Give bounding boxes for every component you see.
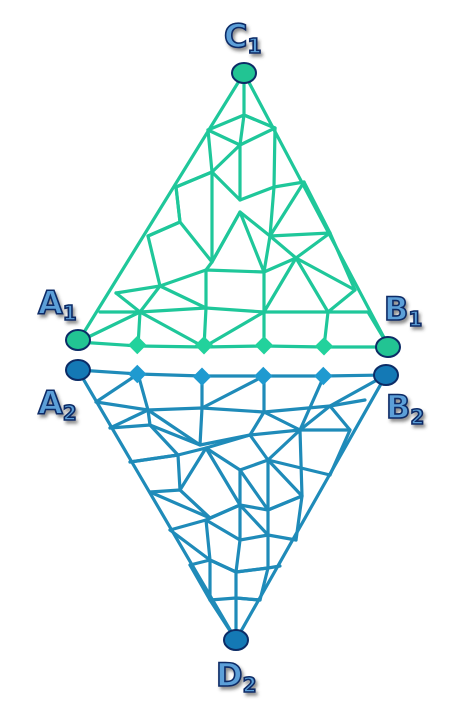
upper-boundary	[76, 71, 391, 349]
label-c1: C1	[224, 17, 261, 58]
lower-top	[76, 368, 388, 378]
lower-edge	[200, 374, 266, 410]
interface-node-upper-3	[254, 336, 274, 355]
lower-row-5	[168, 518, 298, 542]
upper-edge	[294, 180, 332, 260]
lower-edge	[238, 494, 304, 542]
upper-edge	[146, 220, 182, 288]
interface-nodes-lower	[128, 364, 333, 386]
lower-edge	[128, 423, 180, 464]
vertex-node-a2	[65, 359, 91, 381]
vertex-node-a1	[65, 329, 91, 351]
label-a1: A1	[38, 284, 77, 325]
lower-edge	[328, 404, 352, 477]
interface-node-lower-1	[128, 364, 147, 384]
lower-edge	[146, 408, 152, 427]
interface-node-lower-3	[254, 366, 273, 386]
lower-row-2	[108, 423, 352, 447]
interface-node-lower-2	[192, 367, 212, 386]
interface-nodes-upper	[128, 335, 334, 356]
interface-node-upper-1	[128, 335, 147, 355]
upper-row-5	[98, 306, 370, 314]
upper-edge	[262, 256, 298, 314]
upper-edge	[138, 310, 206, 349]
lower-edge	[204, 446, 242, 507]
upper-edge	[268, 180, 306, 238]
lower-edge	[94, 372, 140, 404]
upper-edge	[174, 185, 182, 224]
upper-edge	[204, 210, 242, 272]
upper-edge	[268, 234, 330, 314]
lower-edge	[234, 566, 270, 602]
lower-row-1	[94, 398, 367, 414]
label-b2: B2	[386, 388, 424, 429]
upper-edge	[242, 113, 277, 189]
upper-edge	[238, 210, 272, 274]
upper-edge	[202, 306, 266, 349]
lower-edge	[204, 503, 242, 542]
upper-edge	[326, 231, 357, 314]
upper-edge	[238, 71, 246, 202]
lower-edge	[146, 374, 204, 447]
lower-mesh	[76, 368, 388, 642]
upper-mesh	[76, 71, 391, 349]
lower-edge	[148, 488, 212, 520]
upper-row-4	[114, 256, 357, 295]
interface-node-upper-2	[194, 336, 214, 355]
lower-edge	[108, 372, 150, 430]
lower-edge	[262, 374, 326, 432]
interface-node-upper-4	[314, 337, 334, 356]
upper-bottom	[76, 340, 391, 349]
vertex-node-c1	[231, 62, 257, 84]
vertex-node-b1	[375, 336, 401, 358]
label-b1: B1	[384, 290, 422, 331]
upper-edge	[158, 268, 208, 310]
label-d2: D2	[216, 656, 256, 697]
label-a2: A2	[38, 384, 77, 425]
upper-edge	[210, 143, 242, 174]
vertex-node-d2	[223, 629, 249, 651]
interface-node-lower-4	[314, 366, 333, 386]
vertex-node-b2	[373, 364, 399, 386]
lower-edge	[204, 374, 266, 450]
lower-edge	[208, 538, 242, 574]
